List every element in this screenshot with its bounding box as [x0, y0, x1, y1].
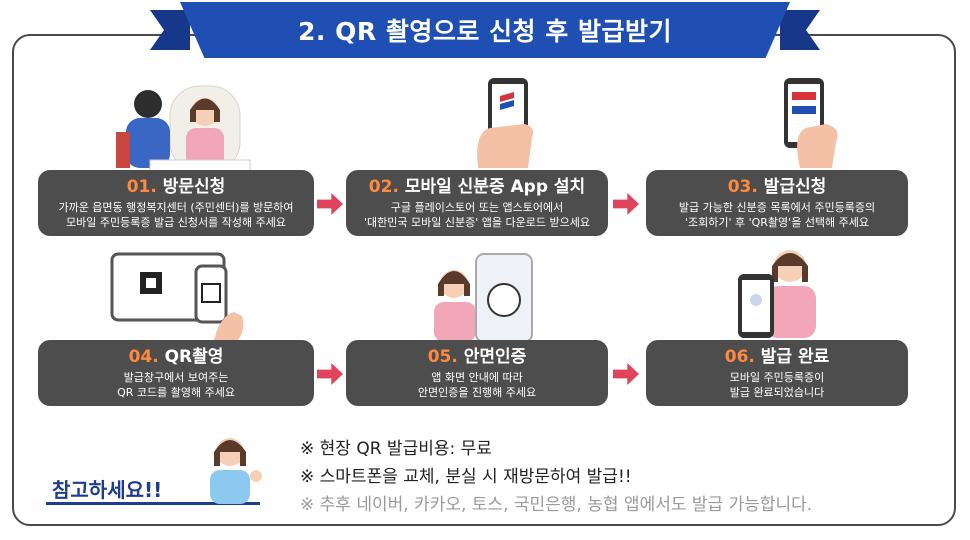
step-number: 01.: [126, 177, 157, 197]
issue-request-illustration: [784, 78, 838, 168]
reference-underline: [46, 502, 260, 505]
app-install-illustration: [477, 78, 533, 168]
counter-visit-illustration: [116, 85, 251, 173]
step-title: 모바일 신분증 App 설치: [404, 177, 586, 197]
step-title: 방문신청: [162, 177, 226, 197]
step-number: 05.: [427, 347, 458, 367]
step-title: QR촬영: [164, 347, 224, 367]
guide-person-illustration: [210, 438, 262, 504]
face-auth-illustration: [434, 253, 533, 342]
banner-ribbon-left: [150, 10, 190, 50]
note-free-cost: ※ 현장 QR 발급비용: 무료: [300, 439, 492, 459]
step-title: 발급신청: [763, 177, 827, 197]
step-02-box: 02. 모바일 신분증 App 설치 구글 플레이스토어 또는 앱스토어에서'대…: [346, 170, 608, 236]
step-description: 구글 플레이스토어 또는 앱스토어에서'대한민국 모바일 신분증' 앱을 다운로…: [364, 201, 590, 229]
issue-complete-illustration: [738, 250, 816, 338]
qr-scan-illustration: [110, 252, 244, 340]
title-banner: 2. QR 촬영으로 신청 후 발급받기: [180, 2, 790, 58]
note-future-apps: ※ 추후 네이버, 카카오, 토스, 국민은행, 농협 앱에서도 발급 가능합니…: [300, 495, 813, 515]
step-number: 04.: [128, 347, 159, 367]
page-title: 2. QR 촬영으로 신청 후 발급받기: [298, 17, 672, 46]
step-number: 06.: [724, 347, 755, 367]
step-03-box: 03. 발급신청 발급 가능한 신분증 목록에서 주민등록증의'조회하기' 후 …: [646, 170, 908, 236]
step-title: 발급 완료: [760, 347, 830, 367]
step-number: 02.: [368, 177, 399, 197]
step-title: 안면인증: [463, 347, 527, 367]
banner-ribbon-right: [780, 10, 820, 50]
reference-title: 참고하세요!!: [52, 478, 163, 502]
step-number: 03.: [727, 177, 758, 197]
note-revisit: ※ 스마트폰을 교체, 분실 시 재방문하여 발급!!: [300, 467, 632, 487]
step-description: 발급 가능한 신분증 목록에서 주민등록증의'조회하기' 후 'QR촬영'을 선…: [678, 201, 876, 229]
